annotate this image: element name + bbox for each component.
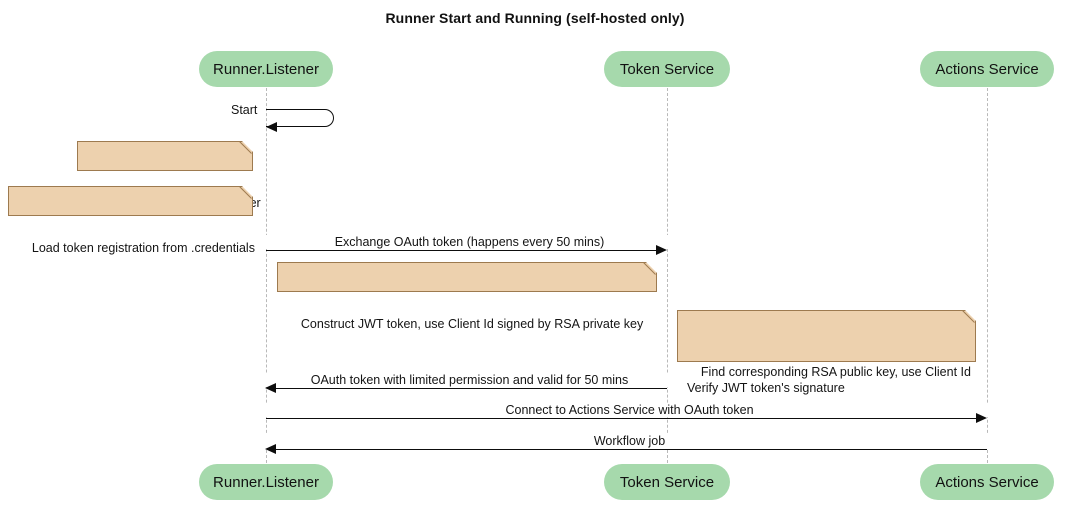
participant-token-service-bottom[interactable]: Token Service <box>604 464 730 500</box>
message-label-start: Start <box>228 103 261 117</box>
message-line-oauth-token-reply <box>275 388 667 389</box>
note-construct-jwt: Construct JWT token, use Client Id signe… <box>277 262 657 331</box>
message-arrowhead-oauth-token-reply <box>265 383 276 393</box>
participant-label: Token Service <box>619 60 715 78</box>
note-verify-jwt: Find corresponding RSA public key, use C… <box>677 310 976 395</box>
note-fold-edge-icon <box>961 310 976 325</box>
note-load-token-registration: Load token registration from .credential… <box>8 186 255 255</box>
message-line-workflow-job <box>275 449 987 450</box>
note-fold-edge-icon <box>238 141 253 156</box>
message-line-exchange-oauth-token <box>266 250 658 251</box>
message-label-oauth-token-reply: OAuth token with limited permission and … <box>266 373 673 387</box>
message-line-connect-actions-service <box>266 418 978 419</box>
lifeline-actions-service <box>987 88 988 463</box>
participant-runner-listener-top[interactable]: Runner.Listener <box>199 51 333 87</box>
message-arrowhead-workflow-job <box>265 444 276 454</box>
message-start-self-loop <box>266 109 334 127</box>
participant-runner-listener-bottom[interactable]: Runner.Listener <box>199 464 333 500</box>
participant-label: Actions Service <box>935 60 1039 78</box>
participant-token-service-top[interactable]: Token Service <box>604 51 730 87</box>
participant-label: Token Service <box>619 473 715 491</box>
note-text: Find corresponding RSA public key, use C… <box>687 365 971 395</box>
participant-actions-service-bottom[interactable]: Actions Service <box>920 464 1054 500</box>
page-title: Runner Start and Running (self-hosted on… <box>385 10 685 26</box>
note-text: Construct JWT token, use Client Id signe… <box>300 317 644 331</box>
lifeline-runner-listener <box>266 88 267 463</box>
message-arrowhead-exchange-oauth-token <box>656 245 667 255</box>
participant-label: Runner.Listener <box>213 473 319 491</box>
message-label-workflow-job: Workflow job <box>266 434 993 448</box>
lifeline-token-service <box>667 88 668 463</box>
message-label-connect-actions-service: Connect to Actions Service with OAuth to… <box>266 403 993 417</box>
note-fold-edge-icon <box>238 186 253 201</box>
message-label-exchange-oauth-token: Exchange OAuth token (happens every 50 m… <box>266 235 673 249</box>
note-fold-edge-icon <box>642 262 657 277</box>
participant-label: Actions Service <box>935 473 1039 491</box>
message-arrowhead-connect-actions-service <box>976 413 987 423</box>
participant-label: Runner.Listener <box>213 60 319 78</box>
note-text: Load token registration from .credential… <box>31 241 255 255</box>
message-start-arrowhead <box>266 122 277 132</box>
note-load-config: Load config info from .runner <box>77 141 261 210</box>
participant-actions-service-top[interactable]: Actions Service <box>920 51 1054 87</box>
